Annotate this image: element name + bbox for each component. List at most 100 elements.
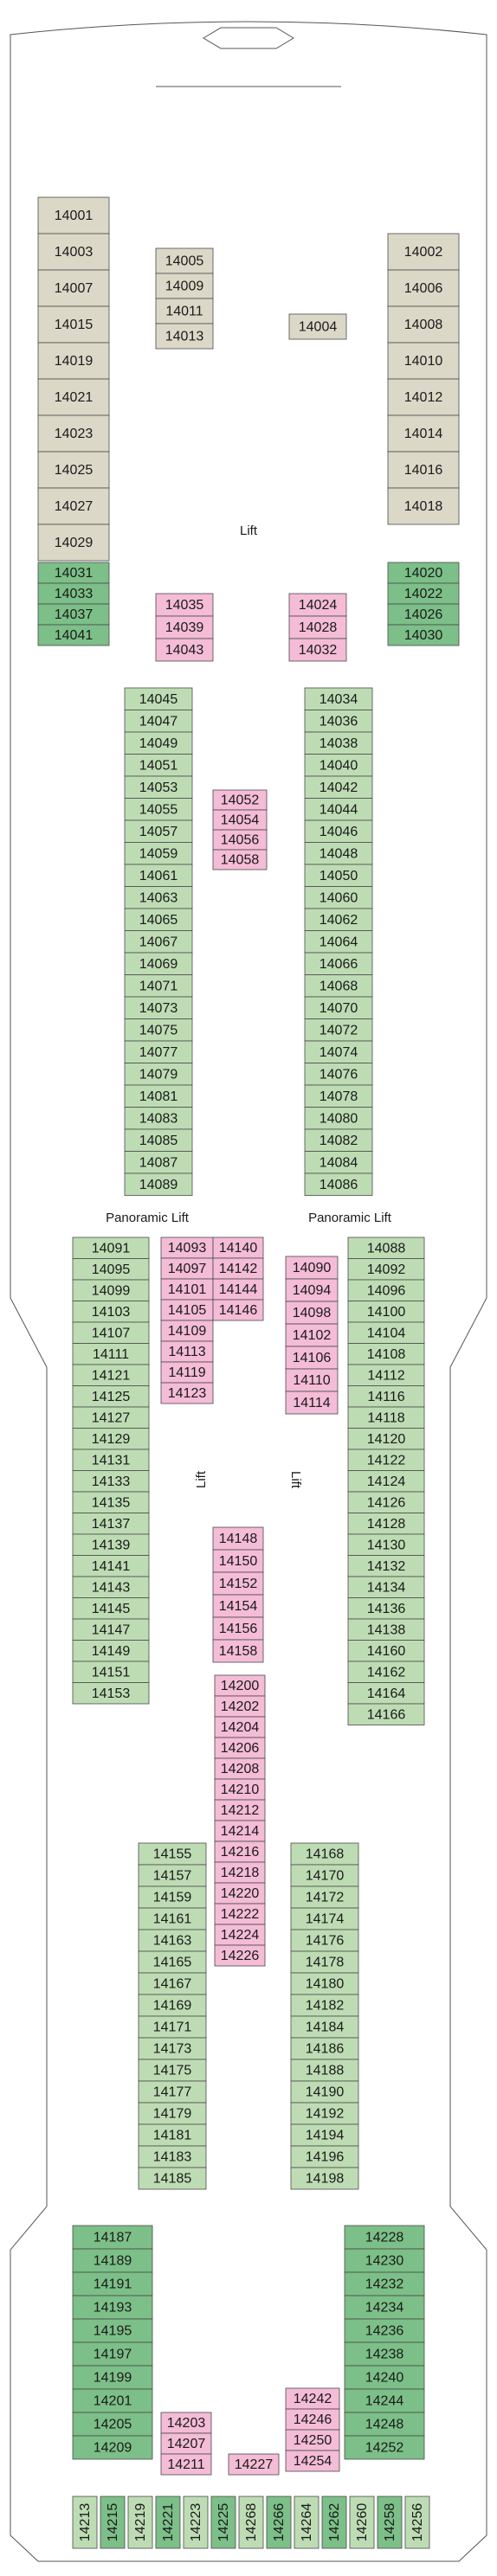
cabin-pano-left-number: 14153: [92, 1686, 131, 1701]
cabin-fwd-left-box: [37, 196, 110, 234]
cabin-aft-left-box: [72, 2271, 153, 2297]
cabin-midfwd-left-box: [124, 974, 193, 998]
cabin-midfwd-right-box: [304, 1172, 373, 1196]
suite-pano-right-number: 14098: [293, 1306, 332, 1320]
cabin-aft-right-box: [344, 2388, 425, 2413]
cabin-midfwd-left-box: [124, 687, 193, 710]
cabin-stern-box: [266, 2496, 292, 2549]
cabin-aft-left-number: 14193: [94, 2301, 132, 2316]
suite-pano-lower-number: 14150: [219, 1554, 258, 1569]
cabin-midfwd-right-number: 14066: [320, 957, 358, 972]
suite-pano-lower-box: [212, 1571, 264, 1596]
cabin-midfwd-left-box: [124, 1040, 193, 1063]
cabin-aftmid-right-number: 14174: [306, 1912, 345, 1927]
suite-center-column-number: 14220: [221, 1886, 260, 1901]
cabin-pano-right-number: 14136: [367, 1602, 406, 1616]
cabin-fwd-right-number: 14018: [404, 499, 443, 514]
cabin-pano-left-number: 14103: [92, 1305, 131, 1320]
cabin-aftmid-right-box: [290, 1864, 359, 1887]
cabin-pano-left-number: 14149: [92, 1644, 131, 1659]
cabin-stern-box: [377, 2496, 403, 2549]
cabin-aftmid-left-box: [138, 1994, 207, 2017]
cabin-pano-left-box: [72, 1385, 150, 1408]
cabin-pano-right-number: 14162: [367, 1665, 406, 1680]
suite-aft-right-number: 14246: [294, 2412, 332, 2427]
suite-center-column-number: 14210: [221, 1783, 260, 1797]
cabin-stern-number: 14266: [272, 2503, 287, 2542]
cabin-midfwd-right-box: [304, 1063, 373, 1086]
suite-center-column-number: 14222: [221, 1907, 260, 1922]
cabin-fwd-balcony-left-number: 14041: [55, 628, 94, 643]
cabin-aft-left-number: 14205: [94, 2418, 132, 2432]
cabin-pano-left-box: [72, 1449, 150, 1471]
cabin-aftmid-right-box: [290, 2167, 359, 2190]
cabin-center-top-number: 14004: [299, 320, 338, 335]
cabin-pano-right-box: [347, 1640, 425, 1662]
suite-aft-right-number: 14250: [294, 2433, 332, 2448]
suite-pano-left-number: 14109: [168, 1324, 207, 1339]
suite-pano-left-box: [160, 1340, 214, 1363]
suite-aft-right-number: 14254: [294, 2454, 332, 2469]
cabin-midfwd-left-number: 14069: [139, 957, 178, 972]
cabin-pano-right-box: [347, 1597, 425, 1620]
suite-aft-center-box: [228, 2453, 280, 2476]
cabin-fwd-balcony-left-number: 14037: [55, 607, 94, 622]
cabin-aftmid-left-number: 14157: [153, 1869, 192, 1884]
suite-center-column-number: 14204: [221, 1720, 260, 1735]
cabin-midfwd-left-number: 14087: [139, 1155, 178, 1170]
cabin-midfwd-left-number: 14079: [139, 1067, 178, 1082]
suite-aft-left-number: 14207: [167, 2437, 206, 2451]
cabin-midfwd-left-number: 14085: [139, 1134, 178, 1148]
suite-pano-lower-box: [212, 1616, 264, 1641]
cabin-pano-right-number: 14138: [367, 1622, 406, 1637]
cabin-stern-number: 14262: [327, 2503, 342, 2542]
cabin-pano-right-box: [347, 1279, 425, 1301]
cabin-pano-right-box: [347, 1682, 425, 1705]
suite-pano-right-box: [285, 1323, 339, 1347]
cabin-pano-right-box: [347, 1513, 425, 1535]
cabin-fwd-balcony-right-number: 14030: [404, 628, 443, 643]
suite-pano-lower-box: [212, 1594, 264, 1618]
suite-center-column-number: 14212: [221, 1803, 260, 1818]
cabin-fwd-balcony-left-number: 14031: [55, 566, 94, 581]
cabin-aft-left-box: [72, 2318, 153, 2343]
suite-pano-lower-number: 14156: [219, 1622, 258, 1636]
cabin-aft-right-number: 14248: [365, 2418, 404, 2432]
suite-center-column-number: 14226: [221, 1949, 260, 1963]
cabin-stern-number: 14215: [106, 2503, 120, 2542]
cabin-fwd-left-box: [37, 269, 110, 307]
suite-pano-lower-number: 14154: [219, 1599, 258, 1614]
cabin-aft-right-number: 14232: [365, 2277, 404, 2292]
cabin-pano-left-box: [72, 1364, 150, 1386]
cabin-pano-right-number: 14120: [367, 1432, 406, 1447]
suite-pano-center-box: [212, 1237, 264, 1259]
suite-pano-right-number: 14114: [293, 1396, 330, 1410]
suite-pano-left-number: 14101: [168, 1282, 207, 1297]
cabin-pano-left-box: [72, 1640, 150, 1662]
cabin-aft-left-box: [72, 2295, 153, 2320]
suite-fwd-left-number: 14043: [165, 643, 204, 658]
cabin-pano-left-number: 14143: [92, 1580, 131, 1595]
cabin-midfwd-left-box: [124, 754, 193, 777]
cabin-aftmid-left-box: [138, 2123, 207, 2147]
cabin-stern-box: [349, 2496, 375, 2549]
cabin-midfwd-right-number: 14078: [320, 1089, 358, 1104]
cabin-stern-number: 14221: [161, 2503, 176, 2542]
cabin-aftmid-left-number: 14161: [153, 1912, 192, 1927]
cabin-center-top-number: 14009: [165, 279, 204, 294]
cabin-fwd-right-number: 14016: [404, 463, 443, 478]
cabin-stern-number: 14264: [300, 2503, 314, 2542]
cabin-pano-left-number: 14133: [92, 1474, 131, 1489]
cabin-stern-number: 14256: [410, 2503, 425, 2542]
cabin-midfwd-right-box: [304, 996, 373, 1019]
suite-midfwd-number: 14056: [221, 833, 260, 848]
cabin-center-top-number: 14005: [165, 254, 204, 269]
suite-center-column-box: [214, 1674, 266, 1697]
suite-aft-left-number: 14203: [167, 2416, 206, 2431]
cabin-pano-right-number: 14100: [367, 1305, 406, 1320]
cabin-midfwd-right-box: [304, 798, 373, 821]
panoramic-lift-label-right: Panoramic Lift: [308, 1211, 392, 1225]
cabin-aft-left-box: [72, 2388, 153, 2413]
cabin-midfwd-left-box: [124, 1063, 193, 1086]
cabin-midfwd-right-box: [304, 754, 373, 777]
